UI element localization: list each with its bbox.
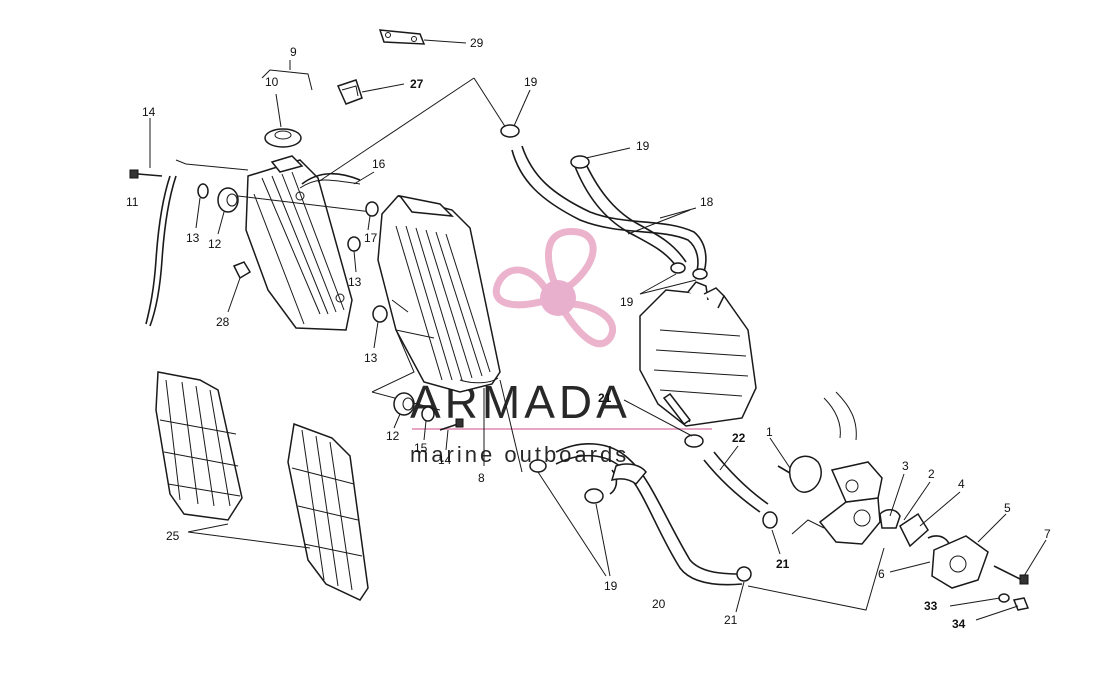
watermark-underline [412, 428, 712, 430]
label-19c: 19 [620, 295, 634, 309]
part-12-grommet-low [393, 392, 415, 429]
label-21b: 21 [776, 557, 790, 571]
label-14a: 14 [142, 105, 156, 119]
part-9-bracket-leader [261, 60, 313, 91]
label-27: 27 [410, 77, 424, 91]
label-15: 15 [414, 441, 428, 455]
label-7: 7 [1044, 527, 1051, 541]
label-28: 28 [216, 315, 230, 329]
label-21a: 21 [598, 391, 612, 405]
part-19-clamp-top [500, 89, 631, 169]
label-13c: 13 [364, 351, 378, 365]
part-16-hose [353, 171, 375, 185]
part-14-bolt-left [129, 118, 163, 179]
callout-labels: 1 2 3 4 5 6 7 8 9 10 11 12 12 13 13 13 1… [126, 36, 1051, 631]
part-19-clamps-lower [529, 459, 611, 577]
part-19-clamp-lower [639, 262, 708, 295]
part-11-overflow-hose [145, 175, 177, 327]
label-17: 17 [364, 231, 378, 245]
label-14b: 14 [438, 453, 452, 467]
part-17-clamp [365, 201, 379, 231]
water-pump-leaders [747, 437, 1047, 621]
part-25-shroud-left [155, 371, 243, 521]
part-13-washer-left [195, 183, 209, 229]
label-12a: 12 [208, 237, 222, 251]
part-15-washer [421, 406, 435, 441]
part-27-cap [336, 79, 405, 105]
label-9: 9 [290, 45, 297, 59]
label-2: 2 [928, 467, 935, 481]
label-20: 20 [652, 597, 666, 611]
label-5: 5 [1004, 501, 1011, 515]
part-25-shroud-right [287, 422, 369, 601]
label-19a: 19 [524, 75, 538, 89]
label-34: 34 [952, 617, 966, 631]
label-3: 3 [902, 459, 909, 473]
engine-cylinder [639, 281, 757, 427]
label-13b: 13 [348, 275, 362, 289]
part-20-lower-hose [555, 443, 743, 586]
right-radiator [377, 194, 501, 393]
label-12b: 12 [386, 429, 400, 443]
part-12-grommet-left [217, 187, 239, 235]
label-4: 4 [958, 477, 965, 491]
label-6: 6 [878, 567, 885, 581]
part-13-washer-low [372, 305, 388, 349]
label-18: 18 [700, 195, 714, 209]
part-18-upper-hoses [511, 145, 707, 275]
water-pump-assembly [777, 391, 1030, 611]
part-29-bracket [378, 29, 467, 45]
armada-watermark: ARMADA marine outboards [410, 228, 712, 467]
label-8: 8 [478, 471, 485, 485]
label-16: 16 [372, 157, 386, 171]
part-21-clamps [623, 399, 781, 613]
label-25: 25 [166, 529, 180, 543]
label-13a: 13 [186, 231, 200, 245]
label-29: 29 [470, 36, 484, 50]
part-14-bolt-low [439, 418, 464, 451]
label-22: 22 [732, 431, 746, 445]
label-19b: 19 [636, 139, 650, 153]
part-22-hose [703, 445, 769, 513]
part-10-radiator-cap [264, 93, 302, 148]
label-11: 11 [126, 195, 139, 209]
label-10: 10 [265, 75, 279, 89]
left-radiator [245, 155, 361, 331]
label-33: 33 [924, 599, 938, 613]
part-13-washer-mid [347, 236, 361, 273]
label-19d: 19 [604, 579, 618, 593]
part-25-leader [187, 523, 311, 549]
label-21c: 21 [724, 613, 738, 627]
label-1: 1 [766, 425, 773, 439]
propeller-logo-icon [492, 228, 616, 348]
part-28-nut [227, 261, 252, 313]
